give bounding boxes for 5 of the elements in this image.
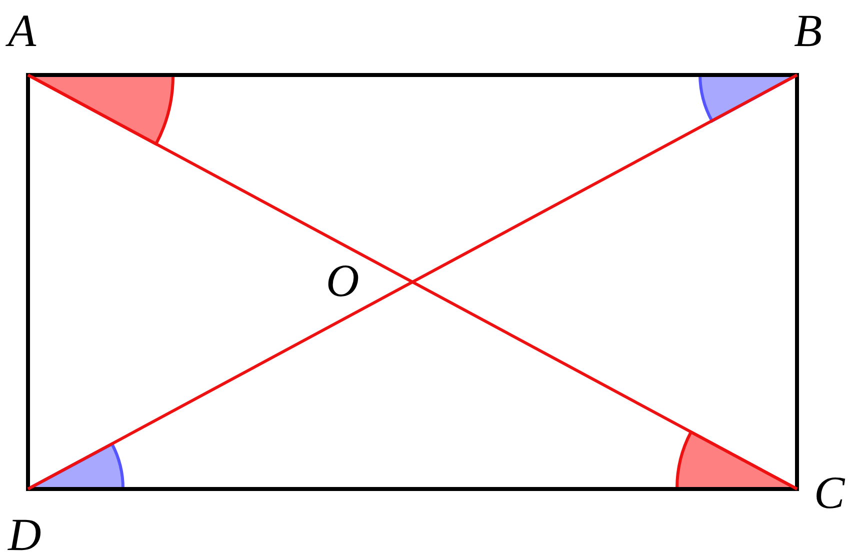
vertex-label: D bbox=[8, 512, 42, 557]
vertex-label: O bbox=[326, 258, 360, 304]
vertex-label: B bbox=[794, 8, 822, 54]
vertex-label: A bbox=[8, 8, 36, 54]
vertex-label: C bbox=[814, 470, 845, 516]
